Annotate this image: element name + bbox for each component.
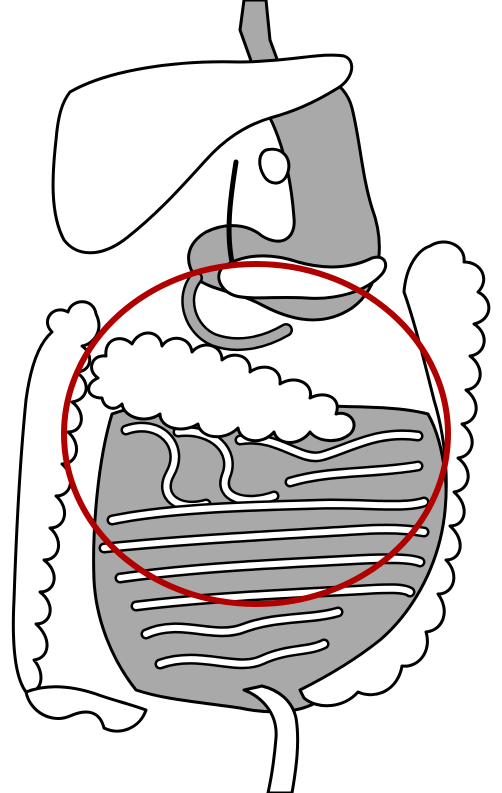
- cecum: [26, 687, 146, 731]
- gallbladder: [260, 149, 289, 183]
